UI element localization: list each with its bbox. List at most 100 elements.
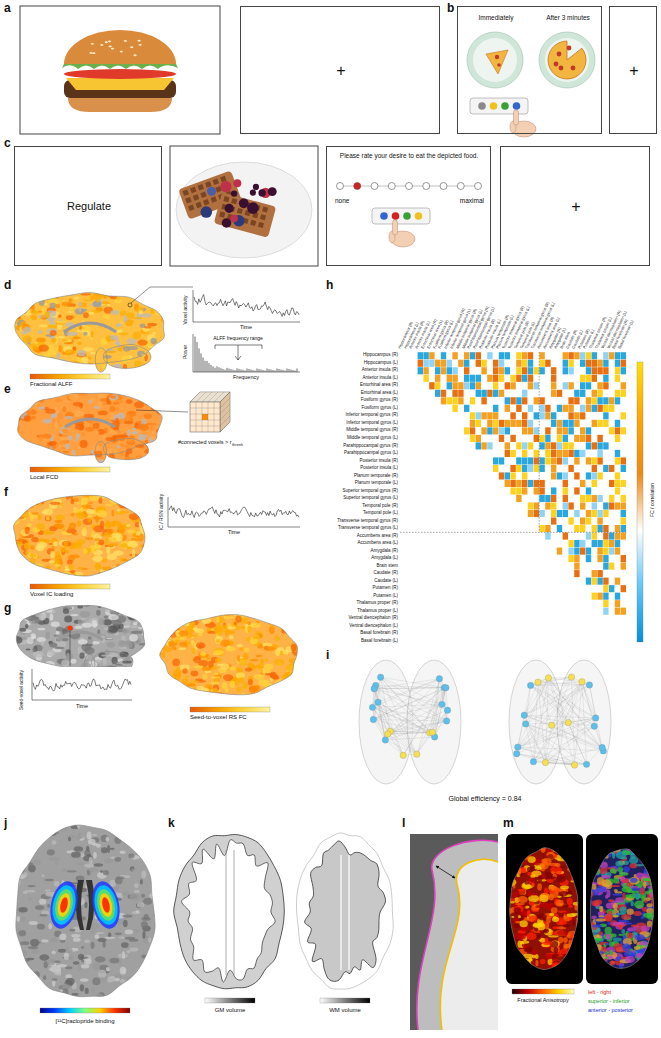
brain-map bbox=[50, 302, 56, 309]
food-screen bbox=[20, 6, 220, 134]
brain-map bbox=[145, 396, 151, 400]
brain-map bbox=[83, 549, 88, 555]
brain-map bbox=[123, 346, 130, 352]
brain-map bbox=[71, 498, 75, 504]
food-screen bbox=[258, 222, 264, 228]
brain-map bbox=[280, 611, 283, 617]
brain-map bbox=[39, 286, 43, 291]
brain-map bbox=[30, 495, 36, 499]
brain-map bbox=[253, 694, 259, 700]
signal-plot bbox=[215, 345, 262, 349]
brain-map bbox=[146, 293, 154, 299]
brain-map bbox=[112, 434, 123, 438]
brain-map bbox=[133, 662, 140, 666]
signal-plot bbox=[273, 370, 274, 372]
brain-map bbox=[65, 412, 74, 420]
voxel-cube bbox=[224, 398, 225, 428]
brain-map bbox=[157, 449, 167, 454]
brain-map bbox=[283, 650, 289, 655]
brain-map bbox=[71, 554, 80, 558]
brain-map bbox=[57, 321, 66, 324]
brain-map bbox=[15, 445, 22, 449]
brain-map bbox=[117, 524, 125, 532]
brain-map bbox=[62, 302, 72, 307]
brain-map bbox=[13, 495, 144, 576]
food-screen bbox=[230, 215, 238, 223]
brain-map bbox=[33, 645, 42, 652]
brain-map bbox=[111, 605, 120, 607]
brain-map bbox=[105, 538, 109, 546]
brain-map bbox=[285, 623, 293, 626]
brain-map bbox=[121, 576, 131, 579]
brain-map bbox=[31, 633, 36, 638]
voxel-cube bbox=[190, 392, 230, 432]
brain-map bbox=[268, 616, 277, 622]
brain-map bbox=[139, 460, 145, 467]
brain-map bbox=[138, 494, 145, 502]
plate-illustration bbox=[554, 62, 559, 67]
brain-map bbox=[144, 631, 154, 635]
brain-map bbox=[72, 290, 77, 294]
brain-map bbox=[83, 527, 86, 531]
brain-map bbox=[164, 694, 171, 697]
brain-map bbox=[168, 627, 174, 629]
signal-plot bbox=[219, 367, 220, 372]
brain-map bbox=[20, 448, 27, 451]
brain-map bbox=[105, 649, 110, 655]
brain-map bbox=[72, 286, 78, 293]
signal-plot bbox=[295, 370, 296, 372]
voxel-cube bbox=[190, 420, 220, 421]
brain-map bbox=[106, 335, 111, 342]
voxel-cube bbox=[220, 398, 230, 408]
food-screen bbox=[260, 214, 266, 220]
fc-matrix bbox=[505, 367, 510, 374]
brain-map bbox=[165, 681, 175, 684]
brain-map bbox=[95, 431, 99, 434]
brain-map bbox=[47, 391, 51, 396]
brain-map bbox=[162, 651, 165, 658]
fc-matrix bbox=[615, 352, 620, 359]
brain-map bbox=[261, 670, 270, 673]
brain-map bbox=[236, 687, 242, 692]
fc-matrix bbox=[539, 360, 544, 367]
brain-map bbox=[229, 635, 234, 639]
brain-map bbox=[96, 286, 107, 292]
brain-map bbox=[298, 642, 305, 648]
brain-map bbox=[131, 630, 142, 633]
voxel-cube bbox=[228, 394, 229, 424]
fc-matrix bbox=[586, 352, 591, 359]
signal-plot bbox=[221, 368, 222, 372]
brain-map bbox=[4, 285, 175, 379]
brain-map bbox=[79, 601, 85, 604]
fc-matrix bbox=[470, 352, 475, 359]
brain-map bbox=[188, 627, 192, 633]
food-screen bbox=[214, 192, 276, 237]
brain-map bbox=[112, 657, 118, 664]
brain-map bbox=[17, 291, 22, 296]
brain-map bbox=[114, 495, 122, 499]
brain-map bbox=[4, 285, 193, 379]
brain-map bbox=[200, 652, 206, 656]
brain-map bbox=[41, 576, 46, 579]
brain-map bbox=[170, 612, 177, 619]
brain-map bbox=[141, 296, 146, 302]
brain-map bbox=[54, 524, 65, 529]
brain-map bbox=[144, 449, 155, 454]
brain-map bbox=[60, 437, 70, 441]
brain-map bbox=[11, 649, 16, 656]
brain-map bbox=[254, 693, 257, 700]
brain-map bbox=[64, 364, 72, 372]
food-screen bbox=[196, 202, 202, 208]
brain-map bbox=[133, 506, 143, 509]
fc-matrix bbox=[609, 352, 614, 359]
signal-plot bbox=[285, 370, 286, 372]
brain-map bbox=[149, 529, 155, 534]
brain-map bbox=[161, 294, 170, 302]
brain-map bbox=[112, 491, 118, 497]
brain-map bbox=[110, 497, 120, 504]
brain-map bbox=[50, 363, 60, 366]
brain-map bbox=[70, 659, 76, 664]
brain-map bbox=[75, 539, 86, 545]
brain-map bbox=[229, 666, 236, 670]
brain-map bbox=[80, 611, 91, 617]
